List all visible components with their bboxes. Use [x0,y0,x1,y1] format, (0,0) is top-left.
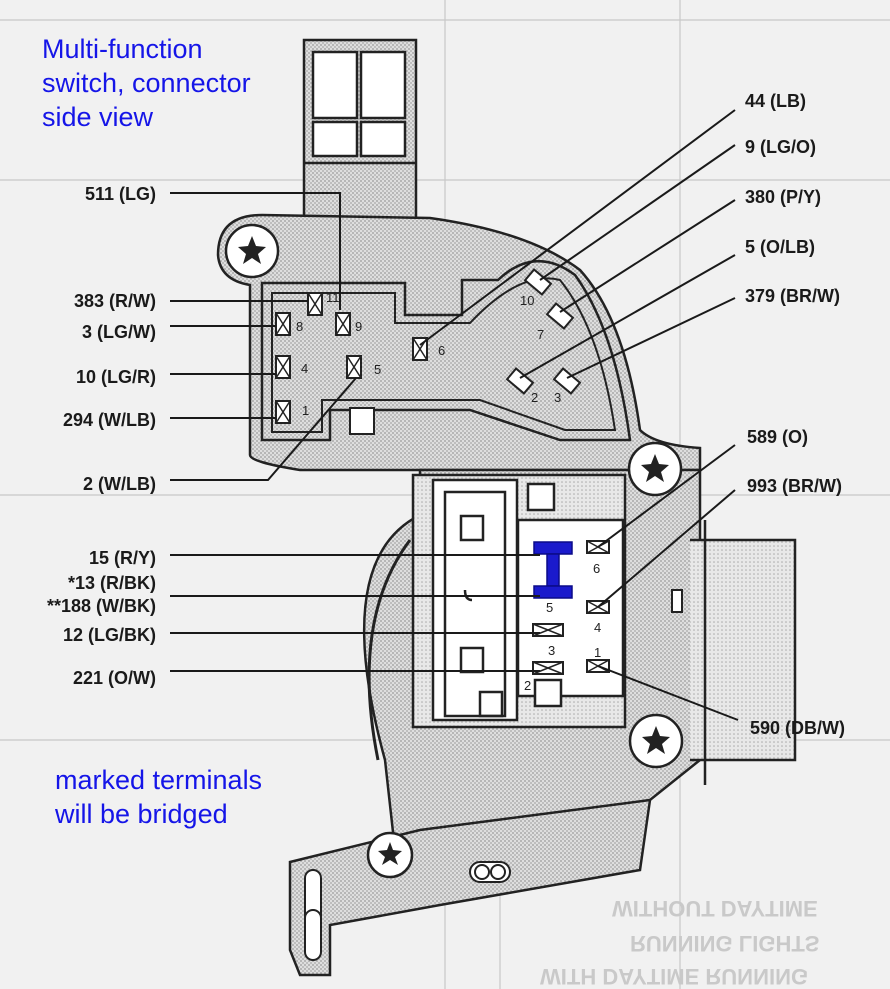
pin-5: 5 [374,362,382,377]
conn-pin-4: 4 [594,620,602,635]
pin-7: 7 [537,327,545,342]
label-221: 221 (O/W) [72,668,156,688]
pin-3: 3 [554,390,562,405]
note-line-2: will be bridged [55,799,228,829]
label-12: 12 (LG/BK) [62,625,156,645]
label-10: 10 (LG/R) [75,367,156,387]
note-line-1: marked terminals [55,765,263,795]
conn-pin-2: 2 [524,678,532,693]
label-294: 294 (W/LB) [62,410,156,430]
diagram-title: Multi-function switch, connector side vi… [42,32,251,134]
cable [690,538,797,762]
label-44: 44 (LB) [745,91,807,111]
leader-lines [170,109,739,721]
bridge-marker [533,541,573,599]
pin-4: 4 [301,361,309,376]
label-383: 383 (R/W) [73,291,156,311]
label-3: 3 (LG/W) [82,322,156,342]
pin-6: 6 [438,343,446,358]
background-text-2: RUNNING LIGHTS [630,931,820,956]
bridge-note: marked terminals will be bridged [55,763,262,831]
label-15: 15 (R/Y) [88,548,156,568]
label-511: 511 (LG) [84,184,156,204]
label-13: *13 (R/BK) [67,573,156,593]
label-379: 379 (BR/W) [745,286,841,306]
label-589: 589 (O) [747,427,809,447]
conn-pin-5: 5 [546,600,554,615]
pin-8: 8 [296,319,304,334]
pin-2: 2 [531,390,539,405]
background-text-1: WITHOUT DAYTIME [612,896,818,921]
label-188: **188 (W/BK) [46,596,156,616]
label-380: 380 (P/Y) [745,187,822,207]
conn-pin-1: 1 [594,645,602,660]
background-text-3: WITH DAYTIME RUNNING [540,964,809,989]
pin-1: 1 [302,403,310,418]
label-9: 9 (LG/O) [745,137,816,157]
inner-frame [260,260,632,442]
title-line-2: switch, connector [42,68,251,98]
label-590: 590 (DB/W) [750,718,846,738]
pin-11: 11 [326,290,340,305]
label-5: 5 (O/LB) [745,237,815,257]
conn-pin-3: 3 [548,643,556,658]
label-2: 2 (W/LB) [83,474,156,494]
upper-housing [216,213,702,472]
pin-9: 9 [355,319,363,334]
bottom-bracket [288,798,652,977]
conn-pin-6: 6 [593,561,601,576]
title-line-3: side view [42,102,154,132]
title-line-1: Multi-function [42,34,203,64]
label-993: 993 (BR/W) [747,476,843,496]
pin-10: 10 [520,293,535,308]
